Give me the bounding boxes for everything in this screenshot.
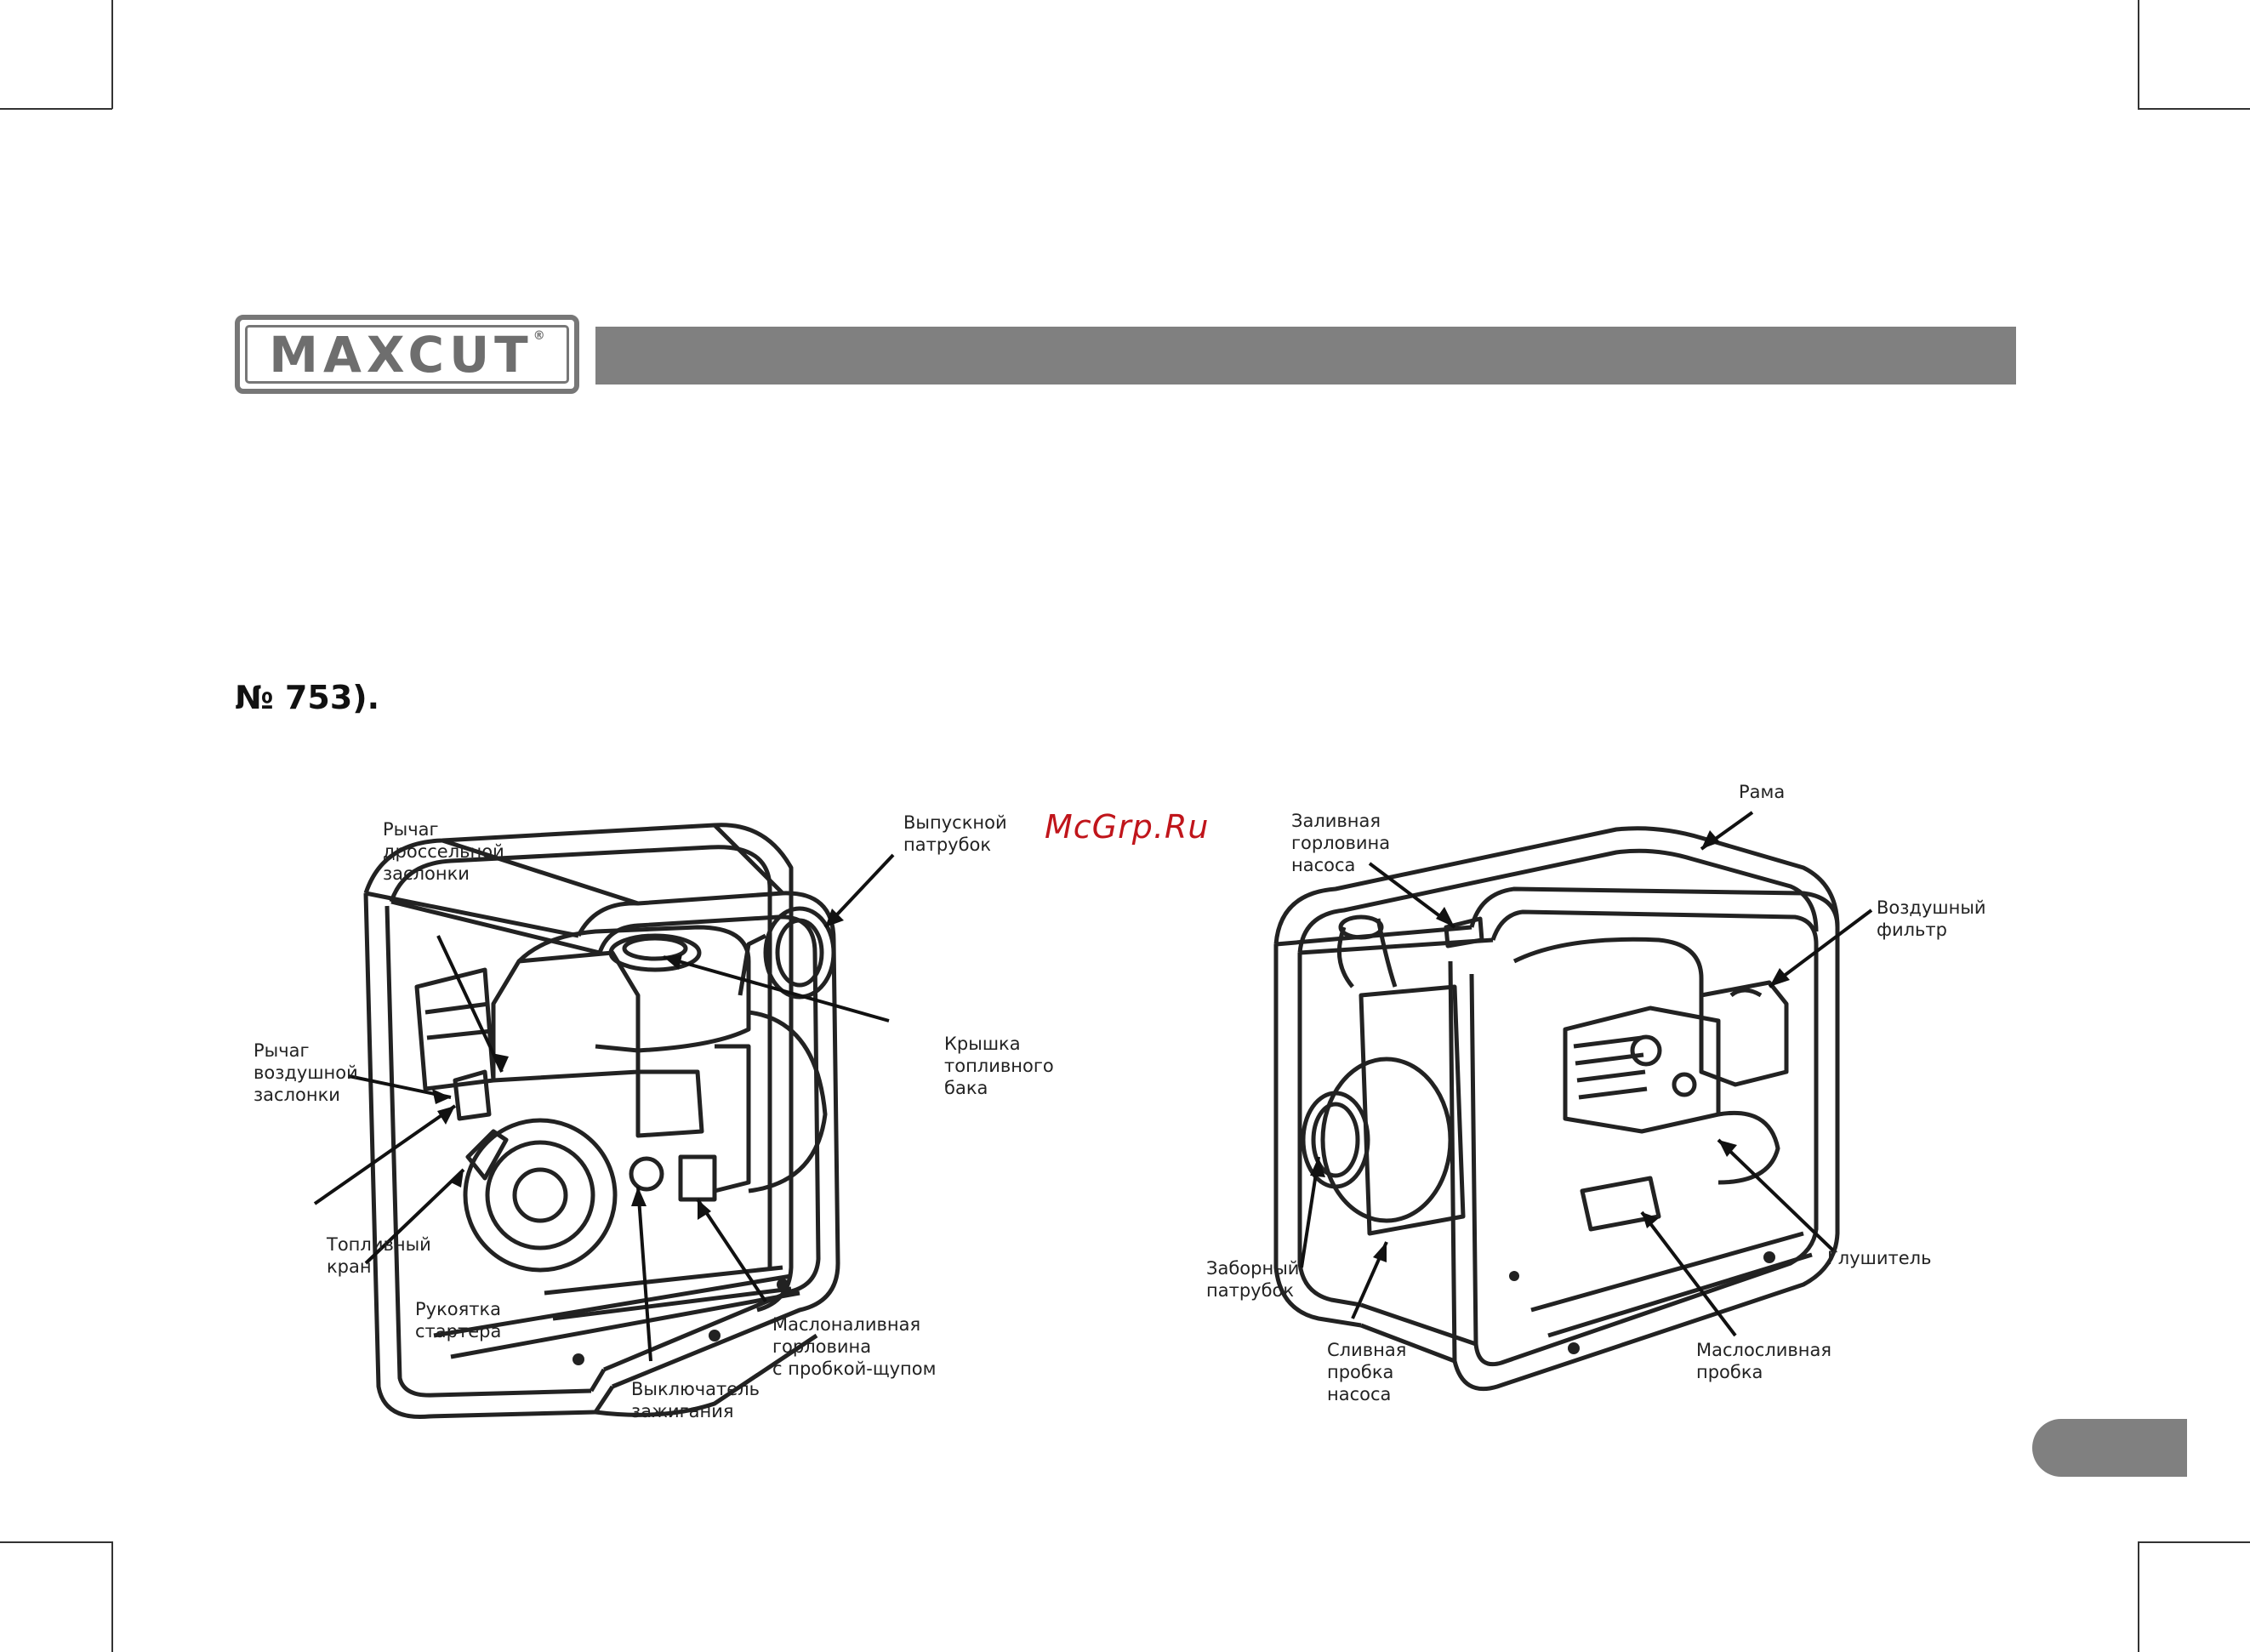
crop-mark-tl-h	[0, 108, 112, 110]
brand-logo-text: MAXCUT®	[269, 325, 545, 384]
crop-mark-bl-v	[111, 1541, 113, 1652]
label-pump-drain: Сливная пробка насоса	[1327, 1340, 1407, 1404]
crop-mark-tr-h	[2138, 108, 2250, 110]
label-air-filter: Воздушный фильтр	[1877, 897, 1986, 940]
pump-drawing-right	[1273, 811, 1873, 1392]
crop-mark-br-h	[2138, 1541, 2250, 1543]
brand-logo: MAXCUT®	[235, 315, 579, 394]
label-ignition-switch: Выключатель зажигания	[631, 1379, 760, 1421]
label-fuel-valve: Топливный кран	[327, 1234, 431, 1277]
crop-mark-br-v	[2138, 1541, 2139, 1652]
label-oil-filler: Маслоналивная горловина с пробкой-щупом	[772, 1314, 937, 1379]
header-bar	[595, 327, 2016, 385]
page-number-tab	[2032, 1419, 2187, 1477]
label-intake-outlet: Заборный патрубок	[1206, 1258, 1300, 1301]
reference-text: № 753).	[235, 679, 380, 716]
label-throttle-lever: Рычаг дроссельной заслонки	[383, 819, 504, 884]
leader-throttle	[436, 935, 504, 1073]
label-starter-handle: Рукоятка стартера	[415, 1299, 502, 1342]
pump-drawing-left	[313, 823, 895, 1420]
crop-mark-bl-h	[0, 1541, 112, 1543]
label-frame: Рама	[1739, 782, 1786, 802]
crop-mark-tr-v	[2138, 0, 2139, 109]
watermark: McGrp.Ru	[1045, 808, 1210, 846]
label-oil-drain: Маслосливная пробка	[1696, 1340, 1832, 1382]
label-muffler: Глушитель	[1827, 1248, 1932, 1268]
label-choke-lever: Рычаг воздушной заслонки	[253, 1040, 358, 1105]
crop-mark-tl-v	[111, 0, 113, 109]
label-exhaust-outlet: Выпускной патрубок	[903, 812, 1007, 855]
label-fuel-cap: Крышка топливного бака	[944, 1034, 1054, 1098]
label-pump-filler: Заливная горловина насоса	[1291, 811, 1391, 875]
